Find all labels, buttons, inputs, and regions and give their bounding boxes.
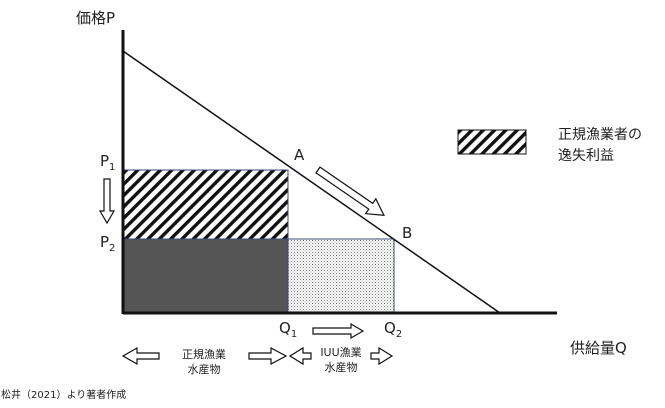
iuu-fishery-revenue-region [287, 238, 395, 314]
y-axis-label: 価格P [76, 9, 115, 27]
point-b-label: B [402, 224, 412, 242]
q2-label: Q2 [384, 319, 402, 340]
regular-fishery-right-arrow-icon [248, 347, 288, 365]
p1-label: P1 [100, 152, 115, 173]
demand-curve [122, 50, 501, 314]
legend-text-line2: 逸失利益 [558, 148, 614, 164]
regular-fishery-label-line1: 正規漁業 [182, 347, 226, 361]
point-a-label: A [294, 146, 305, 164]
regular-fishery-label-line2: 水産物 [188, 362, 221, 376]
down-arrow-icon [98, 178, 116, 225]
p2-label: P2 [100, 233, 115, 254]
iuu-fishery-label-line1: IUU漁業 [320, 345, 361, 359]
legend-hatch-swatch [457, 129, 527, 155]
right-arrow-icon [312, 322, 365, 340]
q1-label: Q1 [279, 319, 297, 340]
iuu-fishery-right-arrow-icon [370, 346, 394, 366]
arrow-a-to-b-icon [315, 166, 385, 217]
regular-fishery-revenue-region [122, 238, 289, 314]
x-axis-label: 供給量Q [570, 339, 627, 357]
iuu-fishery-left-arrow-icon [288, 346, 312, 366]
lost-profit-hatched-region [122, 169, 289, 240]
legend-text-line1: 正規漁業者の [558, 127, 642, 143]
iuu-fishery-label-line2: 水産物 [325, 360, 358, 374]
source-note: 松井（2021）より著者作成 [1, 388, 126, 401]
regular-fishery-left-arrow-icon [121, 346, 160, 366]
